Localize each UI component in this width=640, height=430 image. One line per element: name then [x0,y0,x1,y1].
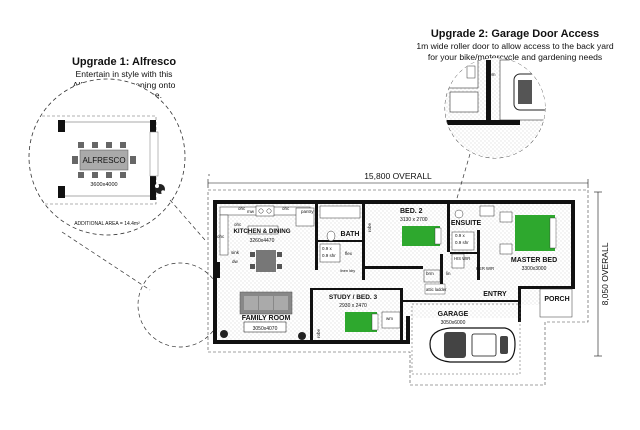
car-icon-garage [429,327,516,363]
fixture-ohc-3: ohc [234,222,242,227]
alfresco-dims: 3600x4000 [90,182,117,188]
room-family-label: FAMILY ROOM [242,315,291,322]
fixture-pantry: pantry [301,209,314,214]
fixture-mw: mw [247,209,255,214]
fixture-his-wir: HIS WIR [454,256,470,261]
alfresco-detail-circle: ALFRESCO 3600x4000 ADDITIONAL AREA = 14.… [28,78,186,236]
room-kitchen-label: KITCHEN & DINING [233,228,290,235]
room-bath-label: BATH [341,231,360,238]
sofa-icon [239,291,293,315]
bed-2-icon [402,226,442,246]
fixture-attic: attic ladder [426,287,447,292]
fixture-sink: sink [231,250,240,255]
plant-icon-family [220,330,228,338]
fixture-shr-a: 0.9 x [322,246,333,251]
room-study-label: STUDY / BED. 3 [329,294,378,301]
alfresco-reference-circle [137,262,223,348]
room-entry-label: ENTRY [483,291,507,298]
fixture-flex: flex [345,251,353,256]
room-master-label: MASTER BED [511,257,557,264]
fixture-robe-2: robe [316,328,321,338]
plant-icon [155,184,165,194]
fixture-her-wir: HER WIR [476,266,494,271]
fixture-shr-b: 0.9 shr [322,253,336,258]
car-icon [513,73,545,111]
fixture-shr-d: 0.9 shr [455,240,469,245]
upgrade-1-desc-line-1: Entertain in style with this [75,69,173,79]
upgrade-1-title: Upgrade 1: Alfresco [71,56,177,68]
room-porch-label: PORCH [544,296,569,303]
room-study-dims: 2930 x 2470 [339,303,367,309]
fixture-lin: lin [446,271,451,276]
fixture-robe-1: robe [367,222,372,232]
room-kitchen-dims: 3260x4470 [250,238,275,244]
room-master-dims: 3300x3000 [522,266,547,272]
kitchen-bench [219,205,315,256]
garage-door-detail-circle: wm [444,57,546,159]
master-bed-icon [499,211,557,255]
overall-width-label: 15,800 OVERALL [364,171,432,181]
room-garage-label: GARAGE [438,311,469,318]
fixture-ldry: linen ldry [340,269,355,273]
fixture-wm: wm [386,316,393,321]
upgrade-2-callout: Upgrade 2: Garage Door Access 1m wide ro… [395,28,635,62]
overall-depth-dimension: 8,050 OVERALL [594,191,610,357]
fixture-ohc-1: ohc [238,206,246,211]
room-ensuite-label: ENSUITE [451,220,482,227]
fixture-dw: dw [232,259,239,264]
interior-walls [216,204,520,342]
fixture-ohc-2: ohc [282,206,290,211]
toilet-icon [326,230,336,242]
fixture-brm: brm [426,271,434,276]
upgrade-2-title: Upgrade 2: Garage Door Access [430,28,600,40]
fixture-shr-c: 0.9 x [455,233,466,238]
coffee-table: 3050x4070 [243,321,287,333]
alfresco-label: ALFRESCO [82,156,125,165]
overall-width-dimension: 15,800 OVERALL [207,171,589,188]
bed-3-icon [345,312,379,332]
room-bed2-dims: 3130 x 2700 [400,217,428,223]
fixture-wm-detail: wm [489,72,496,77]
dining-table [250,250,282,272]
fixture-ohc-4: ohc [217,234,225,239]
upgrade-2-desc-line-1: 1m wide roller door to allow access to t… [416,41,614,51]
plant-icon-family-2 [298,332,306,340]
additional-area-note: ADDITIONAL AREA = 14.4m² [74,221,140,227]
overall-depth-label: 8,050 OVERALL [600,242,610,305]
alfresco-table [72,142,136,178]
room-garage-dims: 3050x6000 [441,320,466,326]
room-family-dims: 3050x4070 [253,326,278,332]
upgrade-2-desc-line-2: for your bike/motorcycle and gardening n… [427,51,603,62]
outer-walls [213,200,575,344]
room-bed2-label: BED. 2 [400,208,423,215]
